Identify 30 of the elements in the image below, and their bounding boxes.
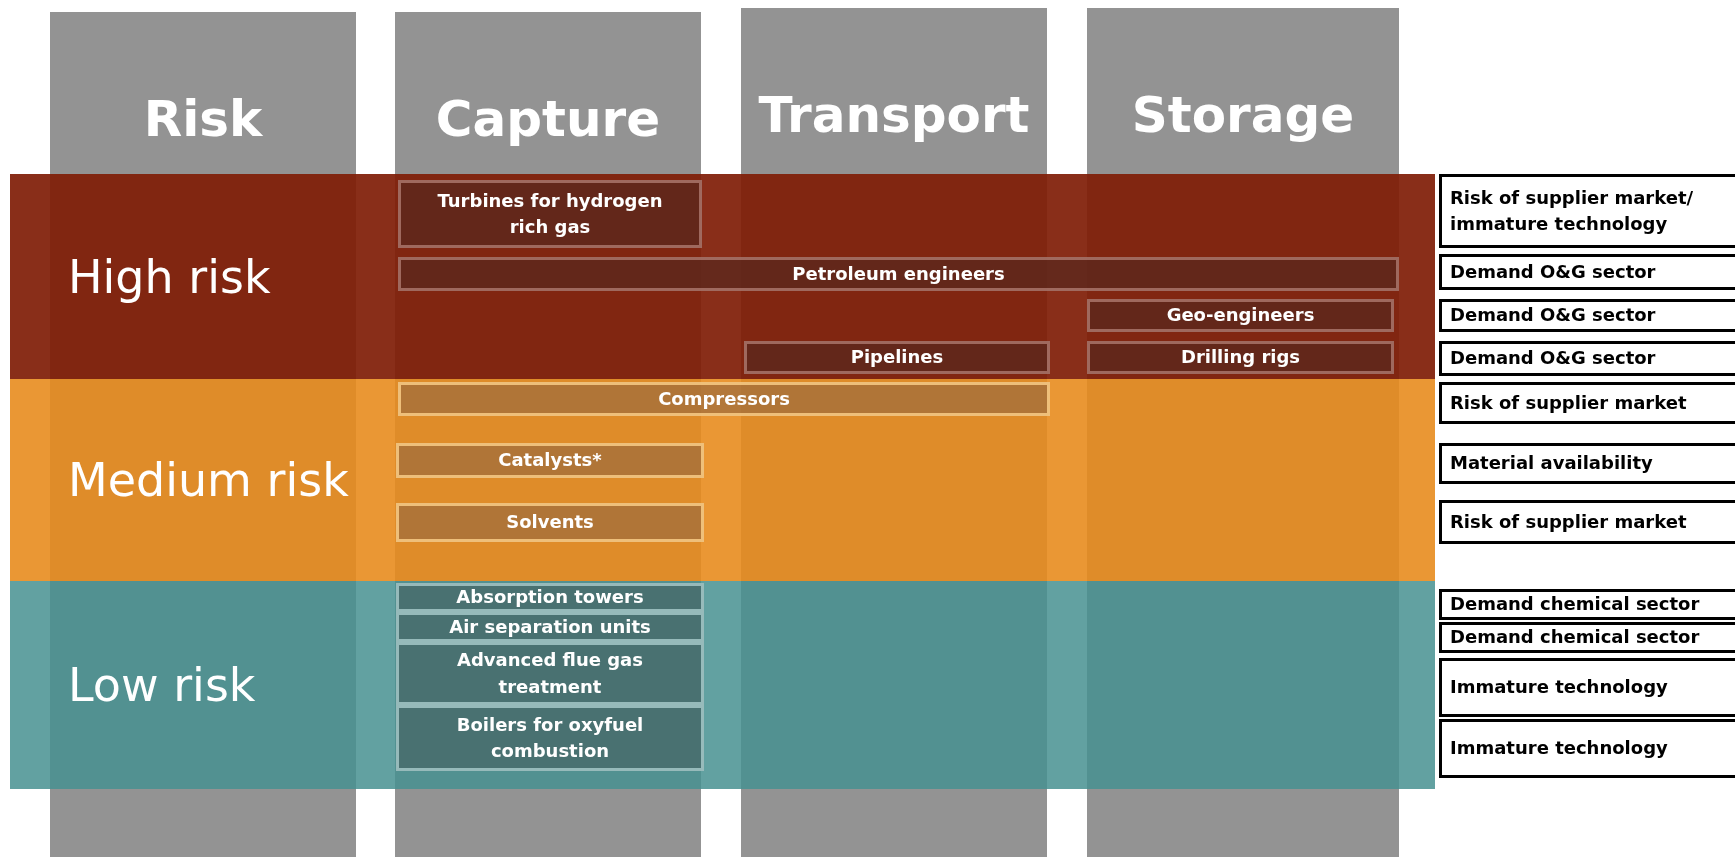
component-bar: Compressors	[398, 382, 1050, 416]
risk-band: Low risk Absorption towers Air separation units Advanced flue gas treatment Boilers for oxyfuel combustion	[10, 581, 1435, 789]
column-header: Transport	[741, 8, 1047, 174]
component-bar: Catalysts*	[396, 443, 704, 478]
risk-band: Medium risk Compressors Catalysts* Solvents	[10, 379, 1435, 581]
risk-reason-box: Demand O&G sector	[1439, 341, 1735, 376]
component-bar: Advanced flue gas treatment	[396, 642, 704, 705]
component-bar: Drilling rigs	[1087, 341, 1394, 374]
column-header: Storage	[1087, 8, 1399, 174]
risk-reason-box: Demand chemical sector	[1439, 622, 1735, 653]
risk-reason-box: Risk of supplier market/ immature technology	[1439, 174, 1735, 248]
component-bar: Absorption towers	[396, 583, 704, 612]
column-header: Risk	[50, 12, 356, 174]
component-bar: Air separation units	[396, 612, 704, 642]
component-bar: Turbines for hydrogen rich gas	[398, 180, 702, 248]
risk-reason-box: Demand O&G sector	[1439, 299, 1735, 332]
risk-band: High risk Turbines for hydrogen rich gas Petroleum engineers Geo-engineers Pipelines Drilling rigs	[10, 174, 1435, 379]
risk-reason-box: Risk of supplier market	[1439, 382, 1735, 424]
component-bar: Boilers for oxyfuel combustion	[396, 705, 704, 771]
risk-reason-box: Material availability	[1439, 443, 1735, 484]
column-header: Capture	[395, 12, 701, 174]
risk-reason-box: Demand chemical sector	[1439, 589, 1735, 620]
component-bar: Geo-engineers	[1087, 299, 1394, 332]
risk-reason-box: Demand O&G sector	[1439, 254, 1735, 290]
risk-reason-box: Immature technology	[1439, 658, 1735, 717]
component-bar: Pipelines	[744, 341, 1050, 374]
risk-reason-box: Immature technology	[1439, 719, 1735, 778]
component-bar: Solvents	[396, 503, 704, 542]
component-bar: Petroleum engineers	[398, 257, 1399, 291]
risk-reason-box: Risk of supplier market	[1439, 500, 1735, 544]
